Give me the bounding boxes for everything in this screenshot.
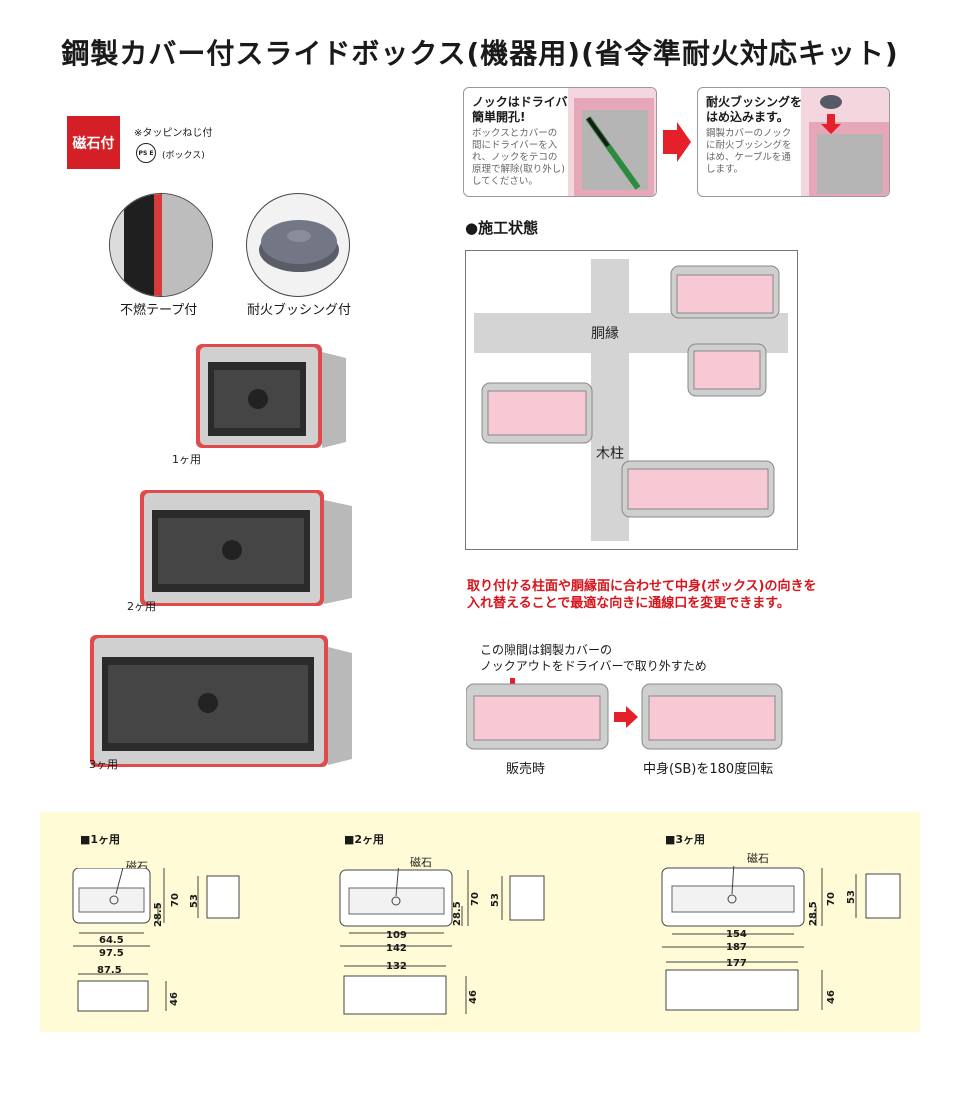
pse-mark-icon: PS E bbox=[136, 143, 156, 163]
product-label-1: 1ヶ用 bbox=[172, 453, 201, 466]
rotation-diagram bbox=[466, 678, 783, 750]
dim-3-width-inner: 154 bbox=[726, 929, 747, 940]
page-title: 鋼製カバー付スライドボックス(機器用)(省令準耐火対応キット) bbox=[61, 37, 899, 70]
dim-1-bottom-width: 87.5 bbox=[97, 965, 122, 976]
product-label-3: 3ヶ用 bbox=[89, 758, 118, 771]
knockout-callout-title: ノックはドライバーで 簡単開孔! bbox=[472, 95, 591, 125]
magnet-badge: 磁石付 bbox=[67, 116, 120, 169]
step-arrow-icon bbox=[663, 122, 691, 162]
knockout-body-line: 間にドライバーを入 bbox=[472, 140, 558, 151]
beam-label: 胴縁 bbox=[591, 326, 619, 342]
gap-note: この隙間は鋼製カバーの ノックアウトをドライバーで取り外すため bbox=[480, 642, 707, 674]
knockout-body-line: してください。 bbox=[472, 176, 538, 187]
dim-3-width-outer: 187 bbox=[726, 942, 747, 953]
dim-2-width-outer: 142 bbox=[386, 943, 407, 954]
bushing-body-line: します。 bbox=[706, 164, 744, 175]
dim-3-depth-front: 53 bbox=[846, 890, 857, 904]
bushing-callout-body: 鋼製カバーのノック に耐火ブッシングを はめ、ケーブルを通 します。 bbox=[706, 128, 792, 176]
install-diagram-drawing bbox=[474, 259, 788, 541]
magnet-label-3: 磁石 bbox=[747, 852, 769, 865]
feature-label-bushing: 耐火ブッシング付 bbox=[247, 303, 352, 318]
fireproof-bushing-closeup bbox=[246, 193, 350, 297]
fireproof-bushing-image bbox=[259, 220, 339, 272]
dim-drawing-2 bbox=[339, 868, 545, 1015]
as-sold-label: 販売時 bbox=[506, 762, 546, 777]
orientation-note: 取り付ける柱面や胴縁面に合わせて中身(ボックス)の向きを入れ替えることで最適な向… bbox=[467, 579, 817, 611]
product-label-2: 2ヶ用 bbox=[127, 600, 156, 613]
dim-2-width-inner: 109 bbox=[386, 930, 407, 941]
rotation-arrow-icon bbox=[614, 706, 638, 728]
box-2-gang-image bbox=[140, 490, 352, 606]
feature-label-tape: 不燃テープ付 bbox=[120, 303, 198, 318]
box-3-gang-image bbox=[90, 635, 352, 767]
dim-2-bottom-width: 132 bbox=[386, 961, 407, 972]
install-diagram: 胴縁 木柱 bbox=[465, 250, 798, 550]
dim-1-width-outer: 97.5 bbox=[99, 948, 124, 959]
install-box-left bbox=[481, 382, 593, 444]
box-1-gang-image bbox=[196, 344, 346, 448]
bushing-body-line: 鋼製カバーのノック bbox=[706, 128, 792, 139]
knockout-callout: ノックはドライバーで 簡単開孔! ボックスとカバーの 間にドライバーを入 れ、ノ… bbox=[463, 87, 657, 197]
tapping-screw-note: ※タッピンねじ付 bbox=[134, 128, 213, 139]
bushing-callout-title: 耐火ブッシングを はめ込みます。 bbox=[706, 95, 802, 125]
knockout-callout-body: ボックスとカバーの 間にドライバーを入 れ、ノックをテコの 原理で解除(取り外し… bbox=[472, 128, 565, 188]
bushing-insert-image bbox=[801, 88, 889, 196]
dim-2-depth-front: 53 bbox=[490, 893, 501, 907]
install-box-top-right bbox=[670, 265, 780, 319]
knockout-callout-title-b: 簡単開孔! bbox=[472, 110, 526, 124]
magnet-label-2: 磁石 bbox=[410, 856, 432, 869]
dim-1-width-inner: 64.5 bbox=[99, 935, 124, 946]
dim-drawing-3 bbox=[661, 866, 901, 1011]
install-section-heading: ●施工状態 bbox=[465, 219, 539, 237]
dim-3-height: 70 bbox=[826, 892, 837, 906]
dim-1-bottom-depth: 46 bbox=[169, 992, 180, 1006]
bushing-callout-title-b: はめ込みます。 bbox=[706, 110, 789, 124]
dim-heading-3: ■3ヶ用 bbox=[665, 833, 706, 846]
post-label: 木柱 bbox=[596, 446, 624, 462]
dim-2-height: 70 bbox=[470, 892, 481, 906]
box-as-sold bbox=[466, 683, 609, 750]
dimension-panel: ■1ヶ用 磁石 64.5 97.5 70 28.5 53 87.5 46 ■2ヶ… bbox=[40, 812, 920, 1032]
gap-note-line: この隙間は鋼製カバーの bbox=[480, 643, 613, 657]
gap-note-line: ノックアウトをドライバーで取り外すため bbox=[480, 659, 707, 673]
install-box-small bbox=[687, 343, 767, 397]
dim-1-offset: 28.5 bbox=[153, 902, 164, 927]
knockout-callout-title-a: ノックはドライバーで bbox=[472, 95, 591, 109]
fireproof-tape-image bbox=[110, 194, 212, 296]
fireproof-tape-closeup bbox=[109, 193, 213, 297]
bushing-callout: 耐火ブッシングを はめ込みます。 鋼製カバーのノック に耐火ブッシングを はめ、… bbox=[697, 87, 890, 197]
dim-drawing-1 bbox=[72, 868, 240, 1012]
bushing-body-line: はめ、ケーブルを通 bbox=[706, 152, 791, 163]
dim-heading-1: ■1ヶ用 bbox=[80, 833, 121, 846]
dim-heading-2: ■2ヶ用 bbox=[344, 833, 385, 846]
knockout-body-line: 原理で解除(取り外し) bbox=[472, 164, 565, 175]
dim-1-height: 70 bbox=[170, 893, 181, 907]
dim-3-offset: 28.5 bbox=[808, 901, 819, 926]
dim-2-bottom-depth: 46 bbox=[468, 990, 479, 1004]
dim-1-depth-front: 53 bbox=[189, 894, 200, 908]
dim-3-bottom-width: 177 bbox=[726, 958, 747, 969]
bushing-callout-title-a: 耐火ブッシングを bbox=[706, 95, 803, 109]
install-box-bottom bbox=[621, 460, 775, 518]
box-rotated bbox=[641, 683, 783, 750]
knockout-screwdriver-image bbox=[568, 88, 656, 196]
bushing-body-line: に耐火ブッシングを bbox=[706, 140, 792, 151]
knockout-body-line: ボックスとカバーの bbox=[472, 128, 558, 139]
dim-3-bottom-depth: 46 bbox=[826, 990, 837, 1004]
knockout-body-line: れ、ノックをテコの bbox=[472, 152, 558, 163]
dim-2-offset: 28.5 bbox=[452, 901, 463, 926]
rotated-label: 中身(SB)を180度回転 bbox=[643, 762, 774, 777]
pse-scope-note: (ボックス) bbox=[162, 151, 205, 161]
